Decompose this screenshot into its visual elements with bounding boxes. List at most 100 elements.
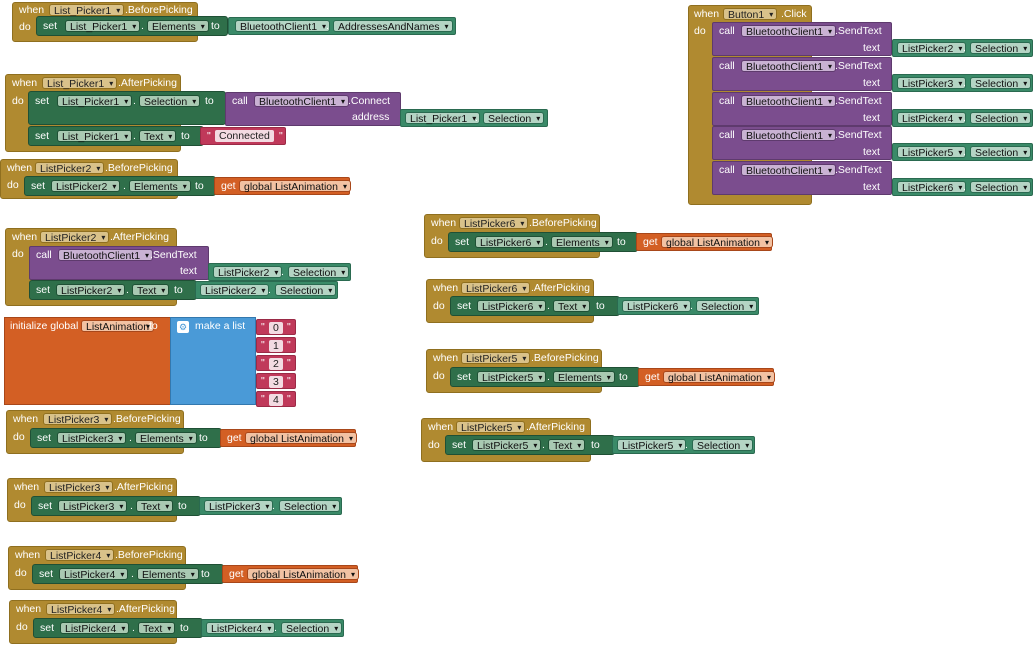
property-dropdown[interactable]: Text bbox=[553, 300, 591, 313]
component-dropdown[interactable]: ListPicker3 bbox=[43, 413, 113, 426]
component-dropdown[interactable]: BluetoothClient1 bbox=[741, 59, 837, 73]
component-dropdown[interactable]: ListPicker3 bbox=[897, 76, 967, 90]
property-dropdown[interactable]: Selection bbox=[970, 111, 1032, 125]
set-elements-block[interactable]: set ListPicker3 . Elements to bbox=[30, 428, 222, 448]
component-dropdown[interactable]: ListPicker6 bbox=[897, 181, 967, 194]
component-dropdown[interactable]: ListPicker3 bbox=[204, 500, 274, 513]
component-dropdown[interactable]: BluetoothClient1 bbox=[235, 20, 331, 33]
component-dropdown[interactable]: List_Picker1 bbox=[42, 77, 118, 90]
set-text-block[interactable]: set ListPicker6 . Text to bbox=[450, 296, 620, 316]
property-getter-block[interactable]: ListPicker3.Selection bbox=[892, 73, 1033, 92]
variable-name-field[interactable]: ListAnimation bbox=[81, 320, 155, 333]
list-item-text-block[interactable]: "4" bbox=[256, 391, 296, 407]
component-dropdown[interactable]: BluetoothClient1 bbox=[741, 25, 837, 38]
component-dropdown[interactable]: List_Picker1 bbox=[65, 20, 141, 33]
property-dropdown[interactable]: Text bbox=[548, 439, 586, 452]
component-dropdown[interactable]: List_Picker1 bbox=[57, 130, 133, 143]
property-getter-block[interactable]: BluetoothClient1 . AddressesAndNames bbox=[228, 17, 456, 35]
component-dropdown[interactable]: List_Picker1 bbox=[57, 95, 133, 108]
component-dropdown[interactable]: List_Picker1 bbox=[405, 112, 481, 125]
property-dropdown[interactable]: Selection bbox=[970, 181, 1032, 194]
component-dropdown[interactable]: ListPicker6 bbox=[622, 300, 692, 313]
property-dropdown[interactable]: Elements bbox=[553, 371, 615, 384]
component-dropdown[interactable]: Button1 bbox=[723, 8, 778, 21]
list-item-value[interactable]: 0 bbox=[269, 322, 283, 334]
property-getter-block[interactable]: ListPicker6.Selection bbox=[892, 178, 1033, 197]
variable-dropdown[interactable]: global ListAnimation bbox=[245, 432, 357, 445]
component-dropdown[interactable]: ListPicker2 bbox=[200, 284, 270, 297]
component-dropdown[interactable]: ListPicker2 bbox=[897, 42, 967, 55]
set-text-block[interactable]: set ListPicker4 . Text to bbox=[33, 618, 203, 638]
call-sendtext-block[interactable]: call BluetoothClient1 .SendText text bbox=[29, 246, 209, 280]
component-dropdown[interactable]: ListPicker4 bbox=[46, 603, 116, 616]
list-item-value[interactable]: 4 bbox=[269, 394, 283, 406]
set-elements-block[interactable]: set ListPicker4 . Elements to bbox=[32, 564, 224, 584]
component-dropdown[interactable]: ListPicker5 bbox=[477, 371, 547, 384]
list-item-text-block[interactable]: "2" bbox=[256, 355, 296, 371]
property-dropdown[interactable]: Selection bbox=[288, 266, 350, 279]
property-getter-block[interactable]: List_Picker1 . Selection bbox=[400, 109, 548, 127]
component-dropdown[interactable]: BluetoothClient1 bbox=[58, 249, 154, 262]
property-dropdown[interactable]: Selection bbox=[970, 42, 1032, 55]
component-dropdown[interactable]: ListPicker5 bbox=[461, 352, 531, 365]
property-getter-block[interactable]: ListPicker2 . Selection bbox=[208, 263, 351, 281]
set-text-block[interactable]: set List_Picker1 . Text to bbox=[28, 126, 204, 146]
property-dropdown[interactable]: Elements bbox=[137, 568, 199, 581]
property-dropdown[interactable]: Elements bbox=[147, 20, 209, 33]
component-dropdown[interactable]: BluetoothClient1 bbox=[741, 164, 837, 177]
property-dropdown[interactable]: Selection bbox=[139, 95, 201, 108]
get-global-block[interactable]: get global ListAnimation bbox=[214, 177, 351, 195]
component-dropdown[interactable]: ListPicker4 bbox=[60, 622, 130, 635]
component-dropdown[interactable]: List_Picker1 bbox=[49, 4, 125, 17]
initialize-global-block[interactable]: initialize global ListAnimation to bbox=[4, 317, 172, 405]
set-text-block[interactable]: set ListPicker5 . Text to bbox=[445, 435, 615, 455]
property-dropdown[interactable]: Selection bbox=[692, 439, 754, 452]
component-dropdown[interactable]: ListPicker3 bbox=[58, 500, 128, 513]
call-connect-block[interactable]: call BluetoothClient1 .Connect address bbox=[225, 92, 401, 126]
property-dropdown[interactable]: Selection bbox=[970, 146, 1032, 159]
set-selection-block[interactable]: set List_Picker1 . Selection to bbox=[28, 91, 226, 125]
component-dropdown[interactable]: ListPicker5 bbox=[472, 439, 542, 452]
component-dropdown[interactable]: ListPicker3 bbox=[57, 432, 127, 445]
set-text-block[interactable]: set ListPicker2 . Text to bbox=[29, 280, 197, 300]
component-dropdown[interactable]: ListPicker6 bbox=[475, 236, 545, 249]
property-getter-block[interactable]: ListPicker3 . Selection bbox=[199, 497, 342, 515]
property-getter-block[interactable]: ListPicker5.Selection bbox=[892, 143, 1033, 162]
component-dropdown[interactable]: ListPicker4 bbox=[59, 568, 129, 581]
set-elements-block[interactable]: set ListPicker6 . Elements to bbox=[448, 232, 638, 252]
property-dropdown[interactable]: Selection bbox=[279, 500, 341, 513]
component-dropdown[interactable]: ListPicker3 bbox=[44, 481, 114, 494]
mutator-gear-icon[interactable]: ⚙ bbox=[177, 321, 189, 333]
component-dropdown[interactable]: ListPicker2 bbox=[35, 162, 105, 175]
component-dropdown[interactable]: ListPicker2 bbox=[213, 266, 283, 279]
component-dropdown[interactable]: ListPicker6 bbox=[477, 300, 547, 313]
component-dropdown[interactable]: ListPicker4 bbox=[206, 622, 276, 635]
component-dropdown[interactable]: ListPicker5 bbox=[456, 421, 526, 434]
property-getter-block[interactable]: ListPicker2 . Selection bbox=[195, 281, 338, 299]
property-getter-block[interactable]: ListPicker4.Selection bbox=[892, 108, 1033, 127]
get-global-block[interactable]: get global ListAnimation bbox=[636, 233, 773, 251]
property-getter-block[interactable]: ListPicker4 . Selection bbox=[201, 619, 344, 637]
text-literal-block[interactable]: " Connected " bbox=[200, 127, 286, 145]
property-dropdown[interactable]: Selection bbox=[275, 284, 337, 297]
property-dropdown[interactable]: Text bbox=[139, 130, 177, 143]
component-dropdown[interactable]: ListPicker2 bbox=[40, 231, 110, 244]
set-text-block[interactable]: set ListPicker3 . Text to bbox=[31, 496, 201, 516]
get-global-block[interactable]: get global ListAnimation bbox=[220, 429, 357, 447]
property-getter-block[interactable]: ListPicker5 . Selection bbox=[612, 436, 755, 454]
component-dropdown[interactable]: ListPicker4 bbox=[897, 111, 967, 125]
property-dropdown[interactable]: Selection bbox=[483, 112, 545, 125]
property-getter-block[interactable]: ListPicker6 . Selection bbox=[617, 297, 759, 315]
property-dropdown[interactable]: Text bbox=[138, 622, 176, 635]
component-dropdown[interactable]: ListPicker5 bbox=[617, 439, 687, 452]
list-item-text-block[interactable]: "0" bbox=[256, 319, 296, 335]
variable-dropdown[interactable]: global ListAnimation bbox=[661, 236, 773, 249]
component-dropdown[interactable]: BluetoothClient1 bbox=[741, 129, 837, 142]
make-a-list-block[interactable]: ⚙ make a list bbox=[170, 317, 256, 405]
property-dropdown[interactable]: Text bbox=[132, 284, 170, 297]
